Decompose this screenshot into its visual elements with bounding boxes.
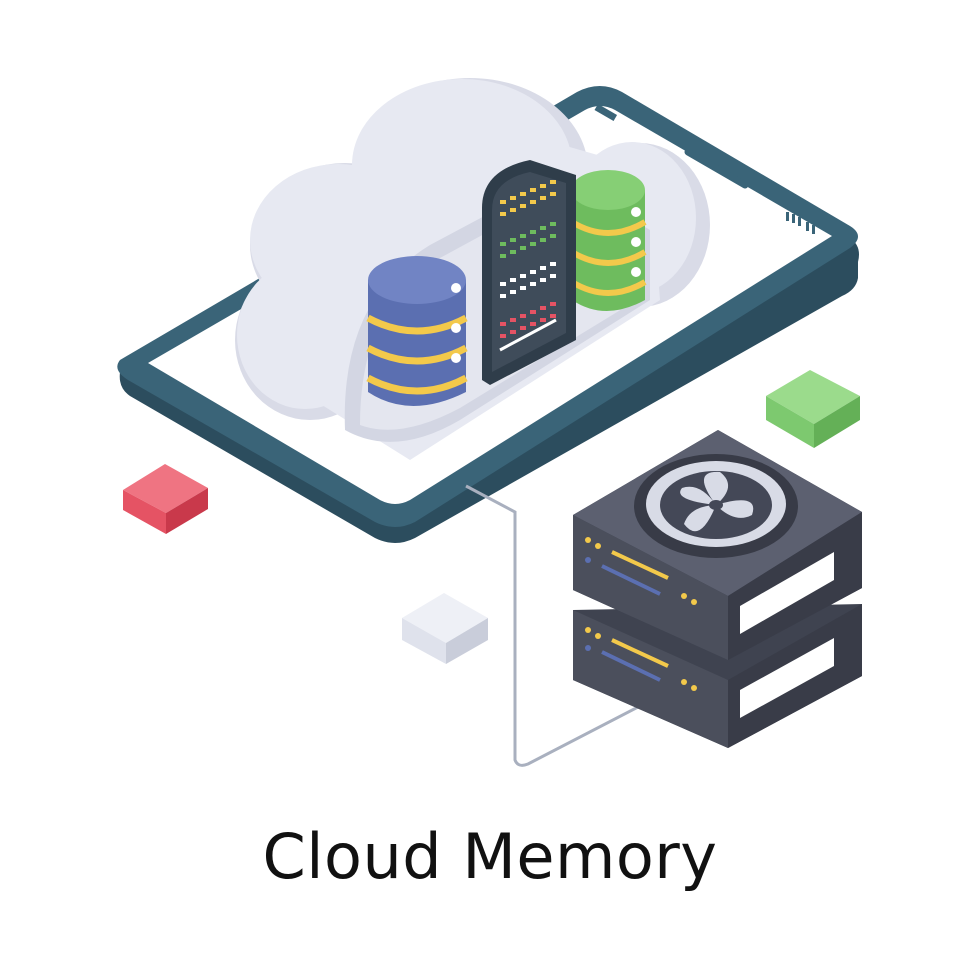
rack-leds-yellow	[500, 180, 556, 216]
server-stack-icon	[573, 430, 862, 748]
green-cube-icon	[766, 370, 860, 448]
status-lights-upper	[585, 537, 697, 605]
database-icon	[570, 170, 647, 311]
status-lights-lower	[585, 627, 697, 691]
rack-leds-white	[500, 262, 556, 298]
red-cube-icon	[123, 464, 208, 534]
cable-line	[465, 484, 641, 767]
battery-icon	[594, 103, 618, 122]
caption-title: Cloud Memory	[262, 820, 718, 893]
grey-cube-icon	[402, 593, 488, 664]
signal-icon	[786, 212, 815, 234]
rack-leds-green	[500, 222, 556, 258]
server-rack-icon	[482, 160, 576, 385]
fan-icon	[634, 454, 798, 558]
database-icon	[366, 256, 468, 406]
rack-leds-red	[500, 302, 556, 338]
